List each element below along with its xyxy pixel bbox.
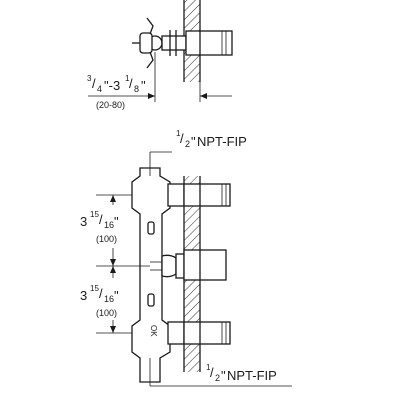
svg-text:2: 2 — [215, 373, 220, 383]
trim-sleeve-top — [185, 30, 233, 56]
svg-text:": " — [141, 78, 146, 93]
mount-slot-lower — [147, 293, 155, 307]
svg-text:/: / — [129, 76, 133, 91]
svg-text:/: / — [92, 76, 96, 91]
spacing-label-upper: 3 15 / 16 " (100) — [80, 210, 119, 244]
center-tee — [161, 254, 177, 278]
side-view — [88, 0, 233, 102]
svg-text:3: 3 — [80, 288, 87, 303]
depth-num-a: 3 — [87, 74, 92, 83]
trim-sleeve-lower — [183, 321, 231, 345]
svg-text:15: 15 — [90, 284, 99, 293]
depth-metric: (20-80) — [96, 100, 125, 110]
svg-text:": " — [114, 288, 119, 303]
depth-den-a: 4 — [97, 84, 102, 94]
svg-text:16: 16 — [104, 220, 114, 230]
svg-text:/: / — [180, 131, 184, 146]
spout-sleeve — [183, 249, 227, 281]
depth-main: "-3 — [104, 78, 120, 93]
svg-text:/: / — [99, 286, 103, 301]
svg-text:2: 2 — [185, 139, 190, 149]
npt-label-bottom: 1 / 2 " NPT-FIP — [206, 363, 277, 383]
npt-text-bottom: NPT-FIP — [227, 368, 277, 383]
mount-slot-upper — [147, 221, 155, 235]
cross-handle — [146, 17, 154, 35]
svg-text:15: 15 — [90, 210, 99, 219]
svg-text:": " — [114, 214, 119, 229]
ok-mark: OK — [149, 325, 158, 337]
spacing-metric-lower: (100) — [96, 308, 117, 318]
svg-text:": " — [221, 368, 226, 383]
trim-sleeve-upper — [183, 183, 231, 207]
npt-label-top: 1 / 2 " NPT-FIP — [176, 129, 247, 149]
svg-text:1: 1 — [206, 363, 211, 372]
svg-text:/: / — [210, 365, 214, 380]
svg-text:/: / — [99, 212, 103, 227]
svg-text:3: 3 — [80, 214, 87, 229]
spacing-metric-upper: (100) — [96, 234, 117, 244]
spacing-label-lower: 3 15 / 16 " (100) — [80, 284, 119, 318]
depth-den-b: 8 — [134, 84, 139, 94]
svg-text:": " — [191, 134, 196, 149]
svg-text:1: 1 — [176, 129, 181, 138]
npt-text-top: NPT-FIP — [197, 134, 247, 149]
front-view: OK — [96, 151, 292, 387]
svg-text:16: 16 — [104, 294, 114, 304]
depth-dimension-label: 3 / 4 "-3 1 / 8 " (20-80) — [87, 74, 146, 110]
depth-num-b: 1 — [125, 74, 130, 83]
